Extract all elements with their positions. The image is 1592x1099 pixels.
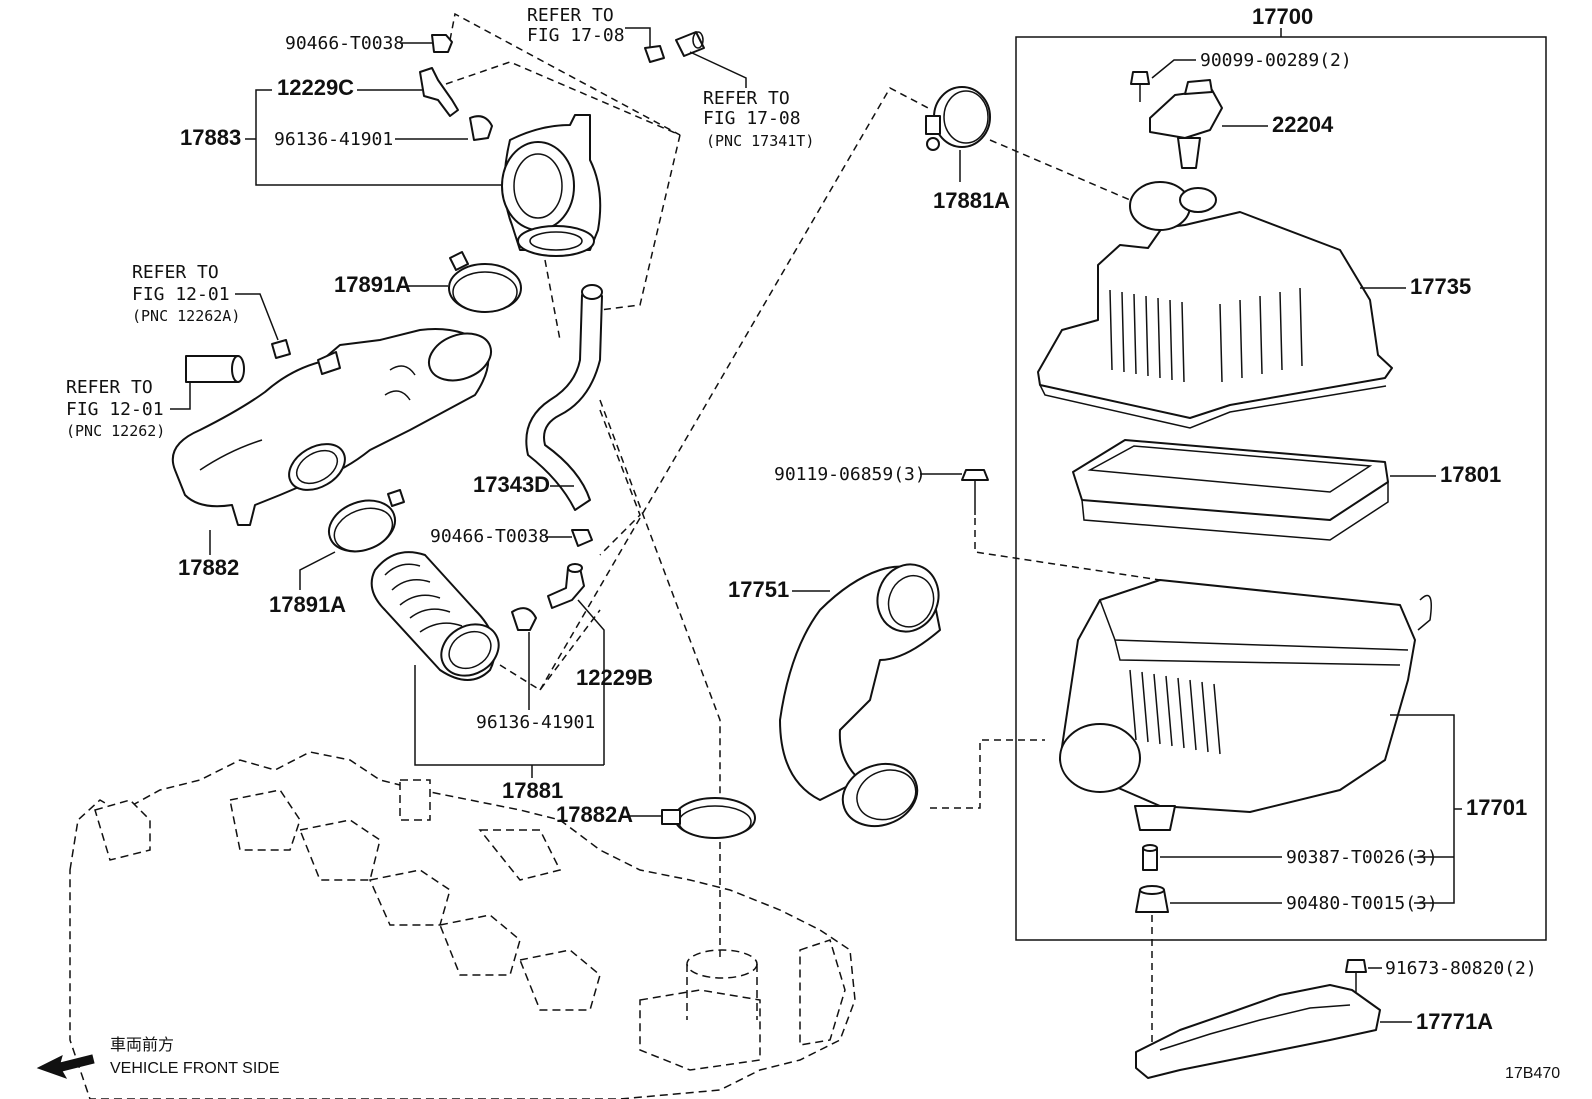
ref-17-08-top-line1: REFER TO [527, 5, 614, 26]
arrow-left-icon [36, 1054, 95, 1079]
part-17883-body [501, 114, 602, 257]
label-17701: 17701 [1466, 795, 1527, 820]
grommet-90480 [1135, 885, 1169, 913]
ref-12262-line3: (PNC 12262) [66, 422, 165, 440]
ref-12262-line2: FIG 12-01 [66, 399, 164, 420]
part-17801-filter-element [1072, 439, 1389, 541]
label-91673-80820: 91673-80820(2) [1385, 958, 1537, 979]
label-17883: 17883 [180, 125, 241, 150]
clamp-17882a [661, 797, 756, 839]
sensor-22204 [1149, 79, 1223, 169]
label-90466-t0038-bottom: 90466-T0038 [430, 526, 549, 547]
hose-end-ref-17-08 [675, 31, 705, 57]
label-96136-41901-top: 96136-41901 [274, 129, 393, 150]
clamp-17881a [925, 86, 991, 151]
label-17700: 17700 [1252, 4, 1313, 29]
clip-90466-top [431, 34, 453, 53]
label-17881a: 17881A [933, 188, 1010, 213]
label-17751: 17751 [728, 577, 789, 602]
label-17881: 17881 [502, 778, 563, 803]
ref-12262a-line1: REFER TO [132, 262, 219, 283]
label-96136-41901-bottom: 96136-41901 [476, 712, 595, 733]
clamp-17891a-top [448, 251, 522, 313]
ref-12262-line1: REFER TO [66, 377, 153, 398]
label-17891a-bottom: 17891A [269, 592, 346, 617]
ref-17-08-top-line2: FIG 17-08 [527, 25, 625, 46]
label-17735: 17735 [1410, 274, 1471, 299]
part-17751-intake-duct [779, 563, 941, 828]
footer-japanese: 車両前方 [110, 1036, 174, 1054]
label-90387-t0026: 90387-T0026(3) [1286, 847, 1438, 868]
joint-12229c [419, 67, 459, 117]
clamp-96136-top [469, 115, 493, 141]
label-17771a: 17771A [1416, 1009, 1493, 1034]
clip-ref-12262a [271, 339, 291, 359]
clip-ref-17-08 [644, 45, 665, 63]
label-17891a-top: 17891A [334, 272, 411, 297]
vehicle-front-arrow [36, 1054, 95, 1079]
label-90119-06859: 90119-06859(3) [774, 464, 926, 485]
label-17882: 17882 [178, 555, 239, 580]
joint-12229b [547, 563, 585, 609]
label-17801: 17801 [1440, 462, 1501, 487]
clamp-17891a-bottom [328, 489, 405, 553]
bracket-17771a [1135, 984, 1381, 1079]
label-22204: 22204 [1272, 112, 1334, 137]
ref-17341t-line3: (PNC 17341T) [706, 132, 814, 150]
clamp-96136-bottom [511, 607, 537, 631]
footer-vehicle-front-side: VEHICLE FRONT SIDE [110, 1060, 280, 1077]
ref-12262a-line3: (PNC 12262A) [132, 307, 240, 325]
figure-code: 17B470 [1505, 1065, 1560, 1082]
label-17343d: 17343D [473, 472, 550, 497]
sleeve-90387 [1142, 844, 1158, 871]
label-90466-t0038-top: 90466-T0038 [285, 33, 404, 54]
label-12229b: 12229B [576, 665, 653, 690]
part-17735-cleaner-cap [1037, 181, 1393, 429]
ref-17341t-line1: REFER TO [703, 88, 790, 109]
clip-90466-bottom [571, 529, 593, 547]
screw-90099 [1130, 71, 1150, 102]
ref-17341t-line2: FIG 17-08 [703, 108, 801, 129]
label-17882a: 17882A [556, 802, 633, 827]
engine-intake-manifold [69, 751, 856, 1099]
bolt-90119 [961, 469, 989, 515]
ref-12262a-line2: FIG 12-01 [132, 284, 230, 305]
label-90480-t0015: 90480-T0015(3) [1286, 893, 1438, 914]
part-17882-intake-duct [171, 328, 492, 526]
label-90099-00289: 90099-00289(2) [1200, 50, 1352, 71]
part-17343d-hose [525, 284, 603, 511]
part-17881-bellows-hose [370, 551, 500, 681]
part-17701-cleaner-case [1059, 579, 1432, 831]
bolt-91673 [1345, 959, 1367, 992]
pipe-ref-12262 [185, 355, 245, 383]
label-12229c: 12229C [277, 75, 354, 100]
